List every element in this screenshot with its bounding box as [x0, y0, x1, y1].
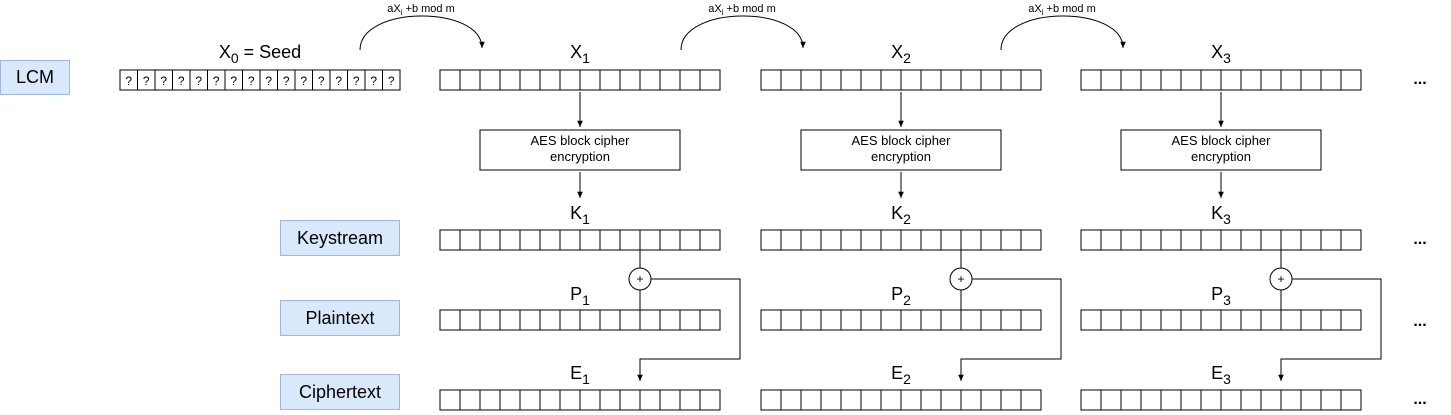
aes-line1: AES block cipher	[531, 133, 631, 148]
ellipsis: ...	[1413, 391, 1426, 408]
k-label: K2	[891, 203, 911, 227]
seed-register-cell: ?	[265, 74, 272, 88]
x-label: X1	[570, 42, 590, 66]
seed-register-cell: ?	[370, 74, 377, 88]
e-label: E1	[570, 363, 590, 387]
k-label: K3	[1211, 203, 1231, 227]
aes-line1: AES block cipher	[1172, 133, 1272, 148]
xor-symbol: +	[1277, 272, 1284, 286]
ciphertext-label: Ciphertext	[280, 374, 400, 410]
xor-to-e-arrow	[637, 278, 741, 381]
aes-line2: encryption	[1191, 149, 1251, 164]
aes-line1: AES block cipher	[852, 133, 952, 148]
p-label: P2	[891, 284, 911, 308]
aes-box	[479, 129, 681, 171]
aes-box	[1120, 129, 1322, 171]
xor-symbol: +	[957, 272, 964, 286]
k-label: K1	[570, 203, 590, 227]
e-label: E3	[1211, 363, 1231, 387]
aes-box	[800, 129, 1002, 171]
aes-line2: encryption	[871, 149, 931, 164]
plaintext-label: Plaintext	[280, 300, 400, 336]
aes-line2: encryption	[550, 149, 610, 164]
ellipsis: ...	[1413, 313, 1426, 330]
p-label: P1	[570, 284, 590, 308]
recurrence-label: aXi +b mod m	[708, 3, 776, 17]
x-label: X2	[891, 42, 911, 66]
xor-to-e-arrow	[958, 278, 1062, 381]
recurrence-arrow	[359, 15, 485, 51]
keystream-label: Keystream	[280, 220, 400, 256]
seed-register-cell: ?	[143, 74, 150, 88]
seed-register-cell: ?	[125, 74, 132, 88]
seed-register-cell: ?	[318, 74, 325, 88]
lcm-label: LCM	[0, 60, 70, 95]
seed-register-cell: ?	[300, 74, 307, 88]
seed-register-cell: ?	[248, 74, 255, 88]
e-label: E2	[891, 363, 911, 387]
seed-register-cell: ?	[178, 74, 185, 88]
x-label: X3	[1211, 42, 1231, 66]
seed-register-cell: ?	[283, 74, 290, 88]
recurrence-arrow	[1000, 15, 1126, 51]
ellipsis: ...	[1413, 231, 1426, 248]
seed-register-cell: ?	[195, 74, 202, 88]
seed-register-cell: ?	[353, 74, 360, 88]
recurrence-label: aXi +b mod m	[387, 3, 455, 17]
seed-label: X0 = Seed	[219, 42, 301, 66]
seed-register-cell: ?	[160, 74, 167, 88]
seed-register-cell: ?	[230, 74, 237, 88]
seed-register-cell: ?	[388, 74, 395, 88]
xor-to-e-arrow	[1278, 278, 1382, 381]
seed-register-cell: ?	[335, 74, 342, 88]
seed-register-cell: ?	[213, 74, 220, 88]
recurrence-label: aXi +b mod m	[1028, 3, 1096, 17]
p-label: P3	[1211, 284, 1231, 308]
ellipsis: ...	[1413, 71, 1426, 88]
xor-symbol: +	[636, 272, 643, 286]
recurrence-arrow	[680, 15, 806, 51]
